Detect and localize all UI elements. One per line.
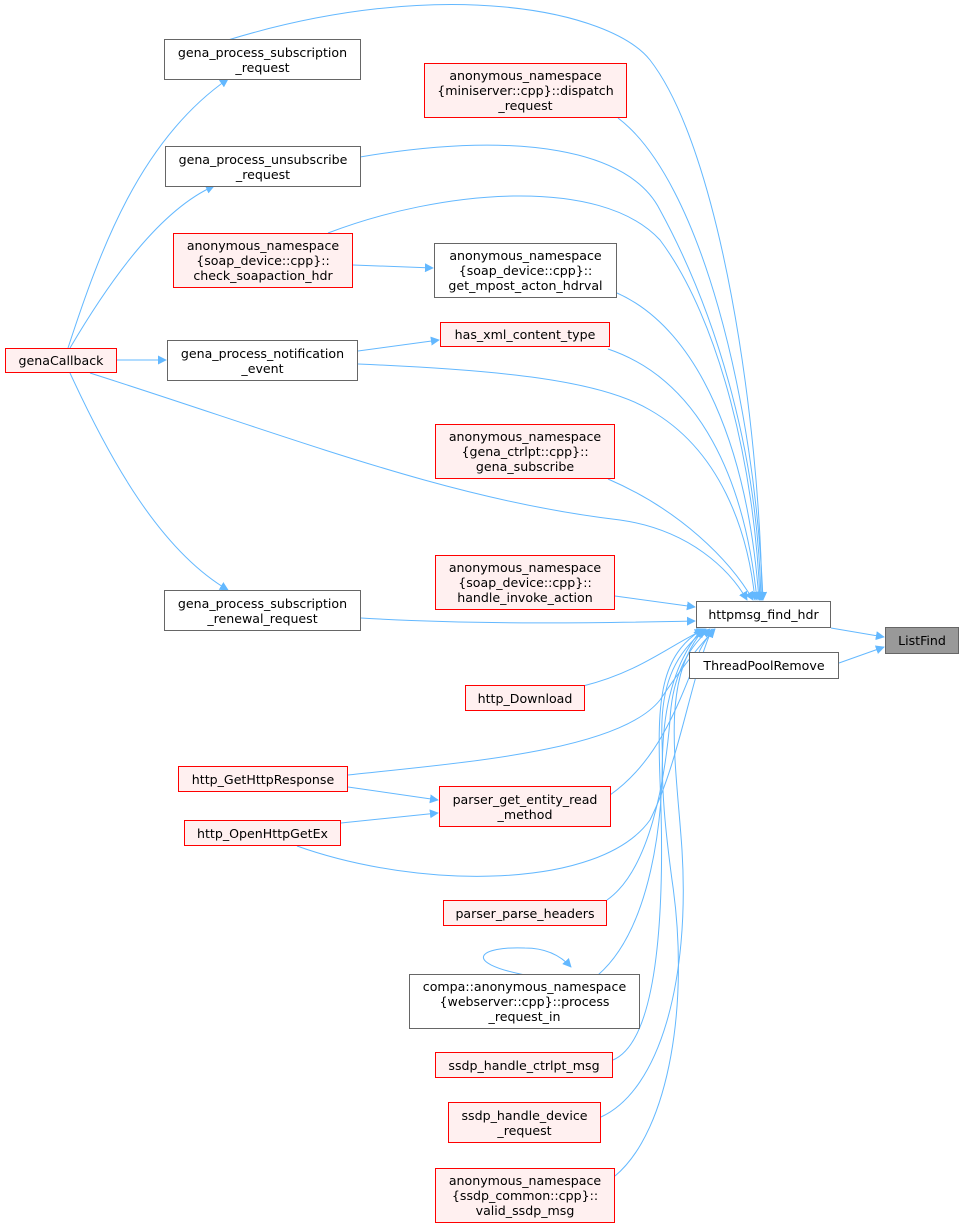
edge-gpu-to-hfh	[359, 144, 766, 601]
edge-csh-to-gmah	[352, 263, 434, 273]
node-label-line: {soap_device::cpp}::	[458, 575, 592, 590]
node-label-line: get_mpost_acton_hdrval	[448, 278, 603, 293]
node-label-line: http_OpenHttpGetEx	[197, 825, 328, 841]
edge-hohg-to-pgerm	[340, 809, 439, 824]
node-gena-subscribe[interactable]: anonymous_namespace{gena_ctrlpt::cpp}::g…	[435, 424, 615, 479]
node-label-line: anonymous_namespace	[448, 560, 602, 575]
node-has-xml-content-type[interactable]: has_xml_content_type	[440, 322, 610, 347]
node-label-line: _request	[235, 59, 290, 75]
node-thread-pool-remove[interactable]: ThreadPoolRemove	[689, 652, 839, 679]
edge-gpsr-to-hfh	[360, 616, 696, 626]
node-label-line: gena_process_unsubscribe	[178, 151, 348, 167]
edge-gpne-to-hxct	[357, 336, 440, 352]
edge-cpri-to-hfh	[597, 628, 707, 976]
edge-layer	[67, 4, 885, 1177]
edge-amd-to-hfh	[617, 117, 768, 601]
edge-hfh-to-lf	[830, 627, 885, 641]
node-ssdp-handle-ctrlpt-msg[interactable]: ssdp_handle_ctrlpt_msg	[435, 1052, 613, 1078]
node-label-line: http_Download	[477, 690, 573, 706]
edge-shcm-to-hfh	[612, 628, 704, 1061]
edge-gcb-to-gpsr	[69, 372, 229, 591]
node-label-line: anonymous_namespace	[186, 238, 340, 253]
edge-vsm-to-hfh	[614, 628, 703, 1177]
node-label-line: valid_ssdp_msg	[475, 1203, 575, 1218]
node-handle-invoke-action[interactable]: anonymous_namespace{soap_device::cpp}::h…	[435, 555, 615, 610]
node-label-line: {soap_device::cpp}::	[458, 263, 593, 278]
node-parser-get-entity-read-method[interactable]: parser_get_entity_read_method	[439, 786, 611, 827]
node-label-line: _renewal_request	[207, 610, 318, 626]
node-label-line: gena_process_notification	[180, 345, 345, 361]
node-label-line: _request_in	[488, 1009, 561, 1024]
node-label-line: httpmsg_find_hdr	[708, 607, 819, 622]
node-httpmsg-find-hdr[interactable]: httpmsg_find_hdr	[696, 601, 831, 628]
node-label-line: _request	[498, 98, 553, 113]
node-label-line: ThreadPoolRemove	[703, 658, 825, 673]
node-label-line: anonymous_namespace	[449, 248, 602, 263]
node-label-line: parser_parse_headers	[455, 905, 595, 921]
edge-gcb-to-hfh	[89, 372, 748, 601]
node-webserver-process-request-in[interactable]: compa::anonymous_namespace{webserver::cp…	[409, 974, 640, 1029]
node-label-line: gena_process_subscription	[177, 44, 348, 60]
edge-gmah-to-hfh	[616, 292, 763, 601]
node-gena-callback[interactable]: genaCallback	[5, 348, 117, 373]
node-label-line: ListFind	[898, 633, 946, 648]
node-parser-parse-headers[interactable]: parser_parse_headers	[443, 900, 607, 926]
node-label-line: parser_get_entity_read	[452, 791, 598, 807]
node-label-line: handle_invoke_action	[457, 590, 593, 605]
node-label-line: _request	[497, 1122, 552, 1138]
node-gena-process-unsubscribe-request[interactable]: gena_process_unsubscribe_request	[165, 146, 361, 187]
edge-gcb-to-gps	[67, 78, 229, 349]
node-miniserver-dispatch-request[interactable]: anonymous_namespace{miniserver::cpp}::di…	[424, 63, 627, 118]
node-label-line: _method	[497, 806, 553, 822]
node-get-mpost-acton-hdrval[interactable]: anonymous_namespace{soap_device::cpp}::g…	[434, 243, 617, 298]
node-label-line: gena_subscribe	[475, 459, 575, 474]
edge-gcb-to-gpu	[69, 185, 215, 349]
node-label-line: has_xml_content_type	[454, 327, 596, 342]
node-label-line: {soap_device::cpp}::	[196, 253, 330, 268]
edge-cpri-to-cpri	[483, 947, 572, 976]
node-label-line: {ssdp_common::cpp}::	[451, 1188, 599, 1203]
node-label-line: anonymous_namespace	[449, 68, 602, 83]
node-label-line: anonymous_namespace	[448, 429, 602, 444]
edge-gpne-to-hfh	[357, 363, 759, 601]
node-label-line: http_GetHttpResponse	[191, 771, 335, 787]
node-check-soapaction-hdr[interactable]: anonymous_namespace{soap_device::cpp}::c…	[173, 233, 353, 288]
node-label-line: ssdp_handle_ctrlpt_msg	[448, 1057, 600, 1073]
edge-hxct-to-hfh	[607, 348, 761, 601]
edge-hohg-to-hfh	[296, 628, 713, 877]
node-label-line: compa::anonymous_namespace	[422, 979, 627, 994]
edge-hghr-to-pgerm	[347, 786, 439, 804]
node-label-line: gena_process_subscription	[177, 595, 348, 611]
node-valid-ssdp-msg[interactable]: anonymous_namespace{ssdp_common::cpp}::v…	[435, 1168, 615, 1223]
edge-hia-to-hfh	[614, 595, 696, 611]
node-list-find[interactable]: ListFind	[885, 627, 959, 654]
edge-ggs-to-hfh	[607, 478, 754, 601]
edge-shdr-to-hfh	[600, 628, 705, 1118]
node-http-get-http-response[interactable]: http_GetHttpResponse	[178, 766, 348, 792]
node-gena-process-subscription-request[interactable]: gena_process_subscription_request	[164, 39, 361, 80]
edge-gps-to-hfh	[227, 4, 767, 601]
node-label-line: {miniserver::cpp}::dispatch	[437, 83, 614, 98]
node-gena-process-notification-event[interactable]: gena_process_notification_event	[167, 340, 358, 381]
node-label-line: genaCallback	[18, 353, 104, 368]
node-gena-process-subscription-renewal-request[interactable]: gena_process_subscription_renewal_reques…	[164, 590, 361, 631]
node-label-line: {gena_ctrlpt::cpp}::	[461, 444, 589, 459]
node-label-line: ssdp_handle_device	[461, 1107, 588, 1123]
node-http-open-http-get-ex[interactable]: http_OpenHttpGetEx	[184, 820, 341, 846]
node-http-download[interactable]: http_Download	[465, 685, 585, 711]
node-label-line: anonymous_namespace	[448, 1173, 602, 1188]
node-label-line: check_soapaction_hdr	[193, 268, 333, 283]
node-label-line: _request	[235, 166, 291, 182]
node-label-line: _event	[241, 360, 284, 376]
node-ssdp-handle-device-request[interactable]: ssdp_handle_device_request	[448, 1102, 601, 1143]
node-label-line: {webserver::cpp}::process	[439, 994, 610, 1009]
edge-tpr-to-lf	[838, 645, 885, 664]
edge-csh-to-hfh	[327, 195, 765, 601]
